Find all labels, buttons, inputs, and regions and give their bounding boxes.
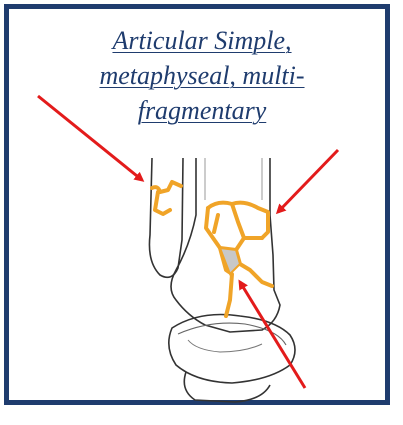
- bone-outlines: [149, 158, 295, 402]
- tibia-bone: [171, 158, 280, 332]
- arrow-upper-right: [278, 150, 338, 212]
- talus-bone: [169, 315, 295, 384]
- fracture-lines: [152, 182, 272, 316]
- fibula-bone: [149, 158, 183, 277]
- arrow-upper-left: [38, 96, 142, 180]
- arrow-lower: [240, 282, 305, 388]
